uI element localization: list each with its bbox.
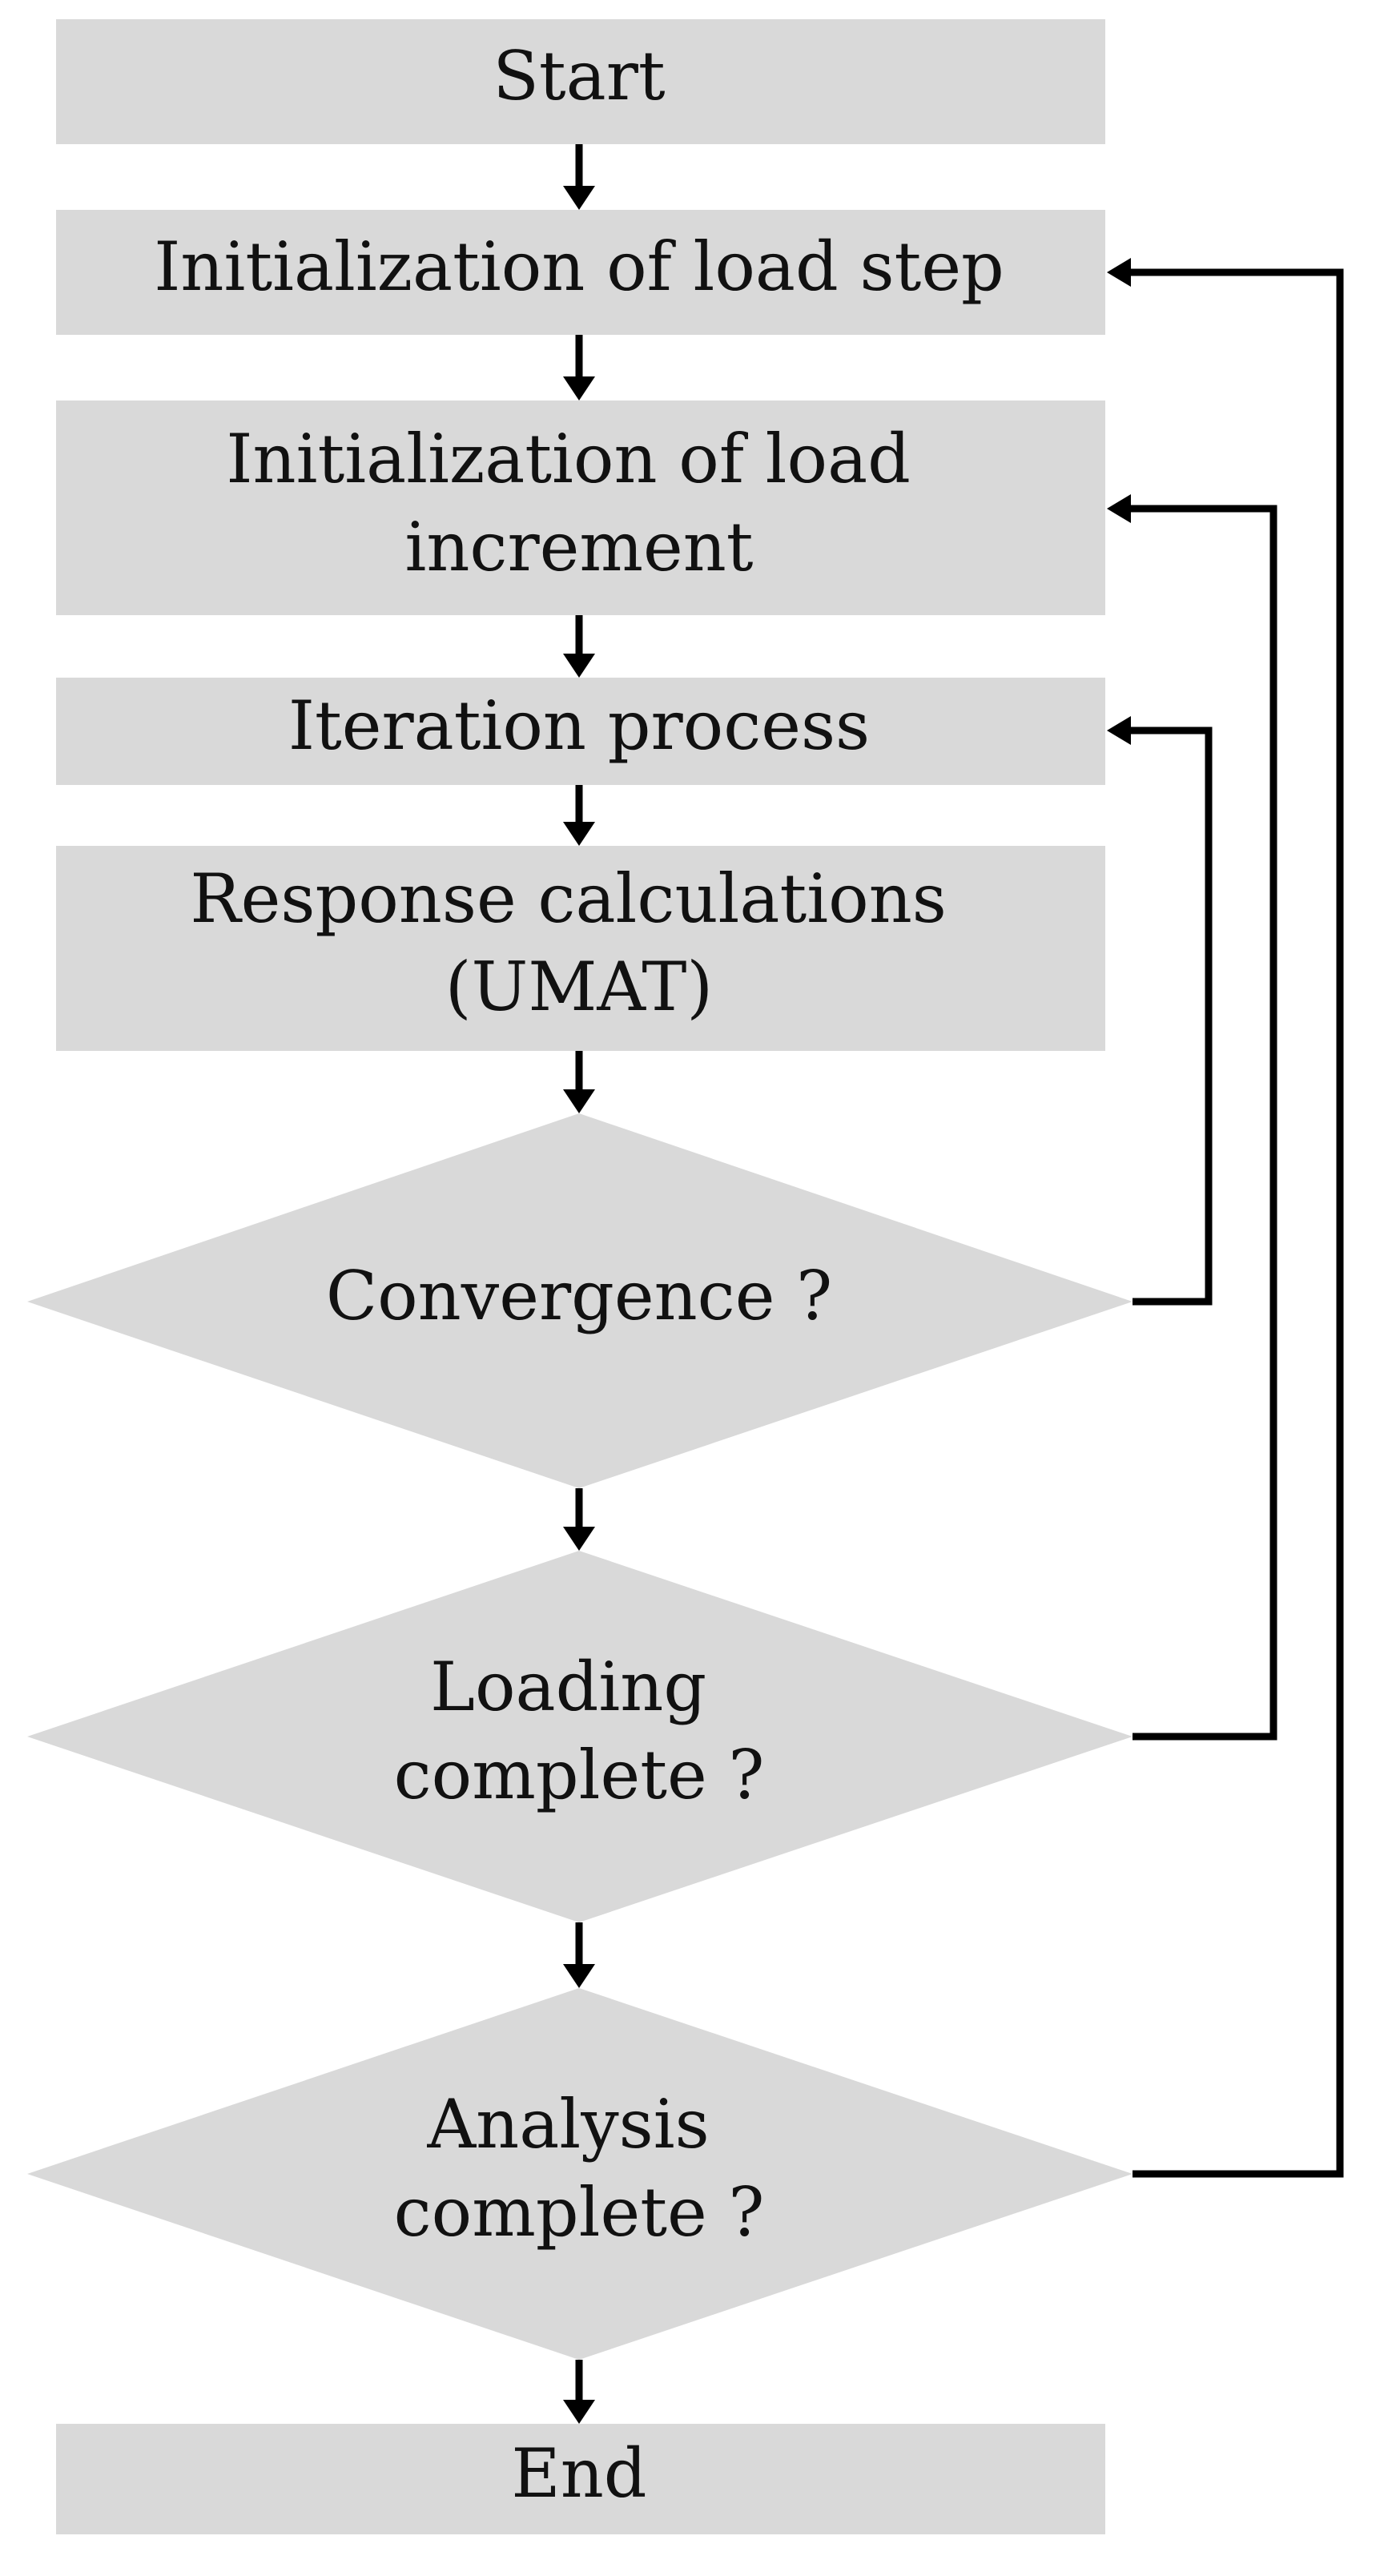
node-label: Convergence ? (326, 1257, 832, 1335)
process-box (56, 210, 1105, 335)
node-analysis-complete-decision: Analysis complete ? (27, 1988, 1133, 2360)
arrowhead-down (563, 1964, 595, 1988)
node-label: Initialization of load step (154, 227, 1004, 306)
process-box (56, 400, 1105, 615)
arrowhead-down (563, 1527, 595, 1551)
process-box (56, 19, 1105, 144)
arrowhead-down (563, 376, 595, 400)
arrowhead-down (563, 654, 595, 678)
node-iteration-process: Iteration process (56, 678, 1105, 785)
node-label: Analysis complete ? (394, 2085, 765, 2252)
node-label: Start (493, 37, 666, 115)
arrowhead-down (563, 1089, 595, 1113)
node-label: Initialization of load increment (226, 420, 931, 586)
decision-diamond (27, 1988, 1133, 2360)
node-label: Loading complete ? (394, 1648, 765, 1814)
feedback-edge-loading-to-increment (1126, 505, 1277, 1741)
process-box (56, 678, 1105, 785)
arrowhead-left-step (1107, 258, 1131, 287)
arrowhead-left-increment (1107, 494, 1131, 523)
node-label: Iteration process (288, 686, 870, 765)
decision-diamond (27, 1113, 1133, 1488)
node-loading-complete-decision: Loading complete ? (27, 1551, 1133, 1922)
node-start: Start (56, 19, 1105, 144)
arrowhead-down (563, 2400, 595, 2424)
arrowhead-down (563, 822, 595, 846)
feedback-loops (1107, 258, 1344, 2178)
node-label: Response calculations (UMAT) (190, 859, 968, 1026)
flow-connectors (563, 144, 595, 2424)
process-box (56, 2424, 1105, 2534)
node-label: End (511, 2434, 646, 2513)
node-init-load-increment: Initialization of load increment (56, 400, 1105, 615)
decision-diamond (27, 1551, 1133, 1922)
process-box (56, 846, 1105, 1051)
feedback-edge-analysis-to-step (1126, 268, 1344, 2178)
arrowhead-down (563, 186, 595, 210)
node-init-load-step: Initialization of load step (56, 210, 1105, 335)
node-convergence-decision: Convergence ? (27, 1113, 1133, 1488)
arrowhead-left-iteration (1107, 716, 1131, 745)
feedback-edge-convergence-to-iteration (1126, 727, 1213, 1306)
node-response-calculations: Response calculations (UMAT) (56, 846, 1105, 1051)
node-end: End (56, 2424, 1105, 2534)
